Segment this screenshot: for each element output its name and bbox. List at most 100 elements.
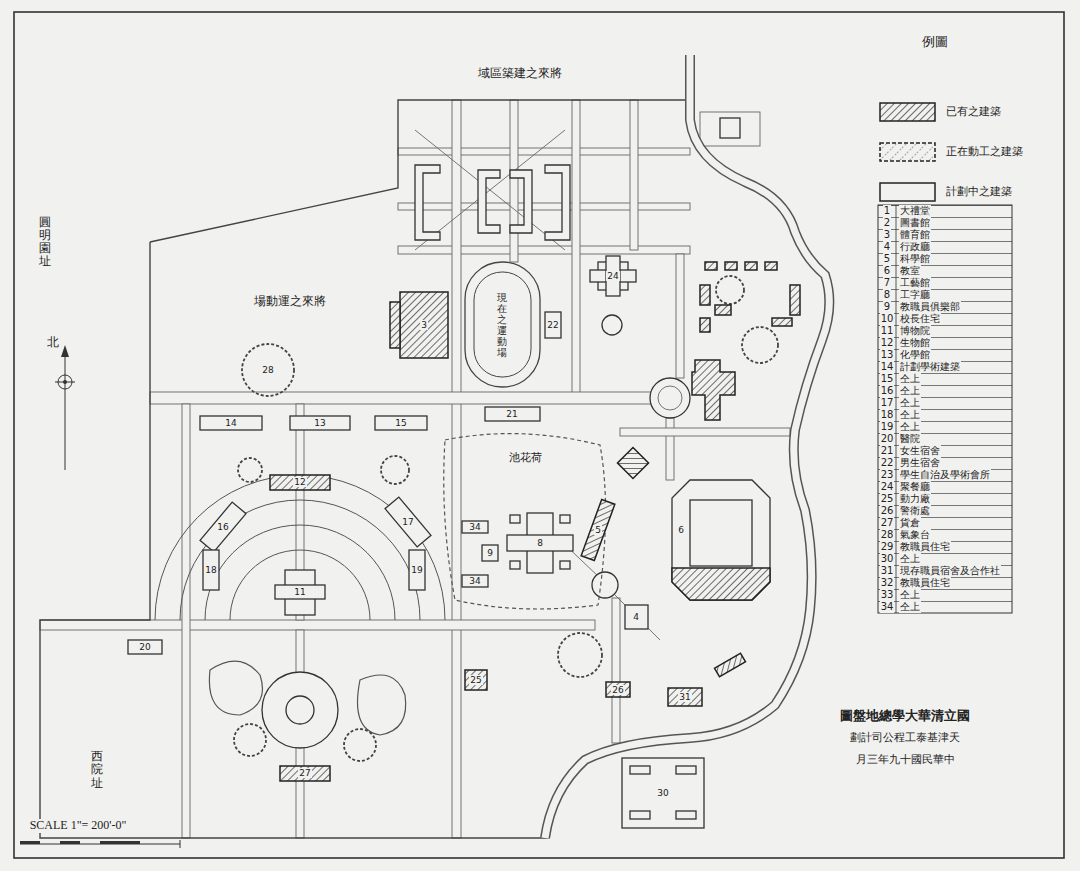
table-cell: 圖書館 — [899, 217, 931, 229]
legend-swatch — [880, 143, 935, 161]
road — [620, 428, 790, 436]
table-cell: 現存職員宿舍及合作社 — [899, 565, 1001, 577]
callout-number: 16 — [216, 522, 229, 532]
callout-number: 15 — [394, 418, 407, 428]
callout-number: 22 — [546, 320, 559, 330]
table-number: 17 — [880, 397, 895, 409]
road — [40, 100, 790, 838]
table-number: 15 — [880, 373, 895, 385]
scale-text: SCALE 1"= 200'-0" — [29, 819, 128, 833]
table-cell: 仝上 — [899, 553, 921, 565]
road-circle — [602, 315, 622, 335]
building — [705, 262, 717, 270]
table-cell: 仝上 — [899, 385, 921, 397]
place-name: 圓明園址 — [38, 216, 52, 269]
callout-number: 9 — [486, 548, 494, 558]
table-cell: 仝上 — [899, 421, 921, 433]
table-number: 2 — [883, 217, 891, 229]
table-number: 26 — [880, 505, 895, 517]
table-number: 21 — [880, 445, 895, 457]
callout-number: 20 — [138, 642, 151, 652]
credit-text: 天津基泰工程公司計劃 — [849, 732, 961, 745]
semicircle-terrace — [155, 475, 445, 620]
table-cell: 學生自治及學術會所 — [899, 469, 991, 481]
building — [200, 502, 246, 552]
road — [150, 392, 655, 404]
sheet-frame — [14, 12, 1064, 858]
table-cell: 化學館 — [899, 349, 931, 361]
legend-text: 計劃中之建築 — [945, 186, 1013, 199]
river — [545, 55, 829, 838]
index-table — [878, 205, 1012, 613]
building — [720, 118, 740, 138]
building — [128, 118, 800, 828]
table-cell: 仝上 — [899, 589, 921, 601]
callout-number: 4 — [632, 612, 640, 622]
building — [725, 262, 737, 270]
tree-clump — [344, 729, 376, 761]
building — [510, 515, 520, 523]
north-arrow — [61, 345, 69, 357]
table-cell: 仝上 — [899, 373, 921, 385]
lotus-pond — [444, 434, 606, 609]
table-number: 9 — [883, 301, 891, 313]
building — [672, 568, 770, 600]
table-cell: 氣象台 — [899, 529, 931, 541]
legend-swatch — [880, 103, 935, 201]
table-cell: 博物院 — [899, 325, 931, 337]
building — [280, 766, 330, 781]
campus-boundary — [40, 242, 548, 838]
road — [398, 203, 690, 210]
table-number: 3 — [883, 229, 891, 241]
building — [390, 302, 400, 348]
callout-number: 24 — [606, 271, 619, 281]
table-number: 10 — [880, 313, 895, 325]
callout-number: 17 — [401, 517, 414, 527]
building — [692, 360, 735, 420]
table-cell: 教職員俱樂部 — [899, 301, 961, 313]
building — [465, 670, 487, 690]
river — [545, 55, 829, 838]
table-number: 1 — [883, 205, 891, 217]
callout-number: 12 — [293, 477, 306, 487]
table-number: 24 — [880, 481, 895, 493]
callout-number: 3 — [420, 320, 428, 330]
pond-name: 荷花池 — [508, 452, 543, 465]
building — [275, 585, 325, 599]
callout-number: 6 — [677, 525, 685, 535]
building — [630, 766, 650, 774]
building — [485, 407, 540, 421]
building — [474, 272, 531, 377]
road-circle — [262, 315, 690, 748]
callout-number: 30 — [656, 788, 669, 798]
callout-number: 5 — [594, 525, 602, 535]
road-circle — [262, 672, 338, 748]
building — [676, 811, 696, 819]
building — [400, 292, 448, 358]
table-cell: 醫院 — [899, 433, 921, 445]
building — [560, 515, 570, 523]
table-cell: 大禮堂 — [899, 205, 931, 217]
road — [676, 254, 684, 378]
table-cell: 教職員住宅 — [899, 541, 951, 553]
table-number: 5 — [883, 253, 891, 265]
garden-pond — [358, 675, 406, 735]
table-number: 8 — [883, 289, 891, 301]
note-text: 將來之建築區域 — [477, 67, 563, 81]
road — [40, 620, 595, 630]
building — [745, 262, 757, 270]
tree-clump — [234, 276, 778, 761]
building — [715, 305, 731, 315]
table-cell: 教職員住宅 — [899, 577, 951, 589]
table-number: 16 — [880, 385, 895, 397]
tree-clump — [242, 344, 294, 396]
index-table — [878, 205, 1012, 613]
table-number: 23 — [880, 469, 895, 481]
building — [560, 561, 570, 569]
building — [510, 561, 520, 569]
building — [606, 256, 620, 296]
garden-pond — [209, 661, 262, 715]
building — [507, 535, 573, 551]
building — [465, 262, 540, 387]
callout-number: 14 — [224, 418, 237, 428]
